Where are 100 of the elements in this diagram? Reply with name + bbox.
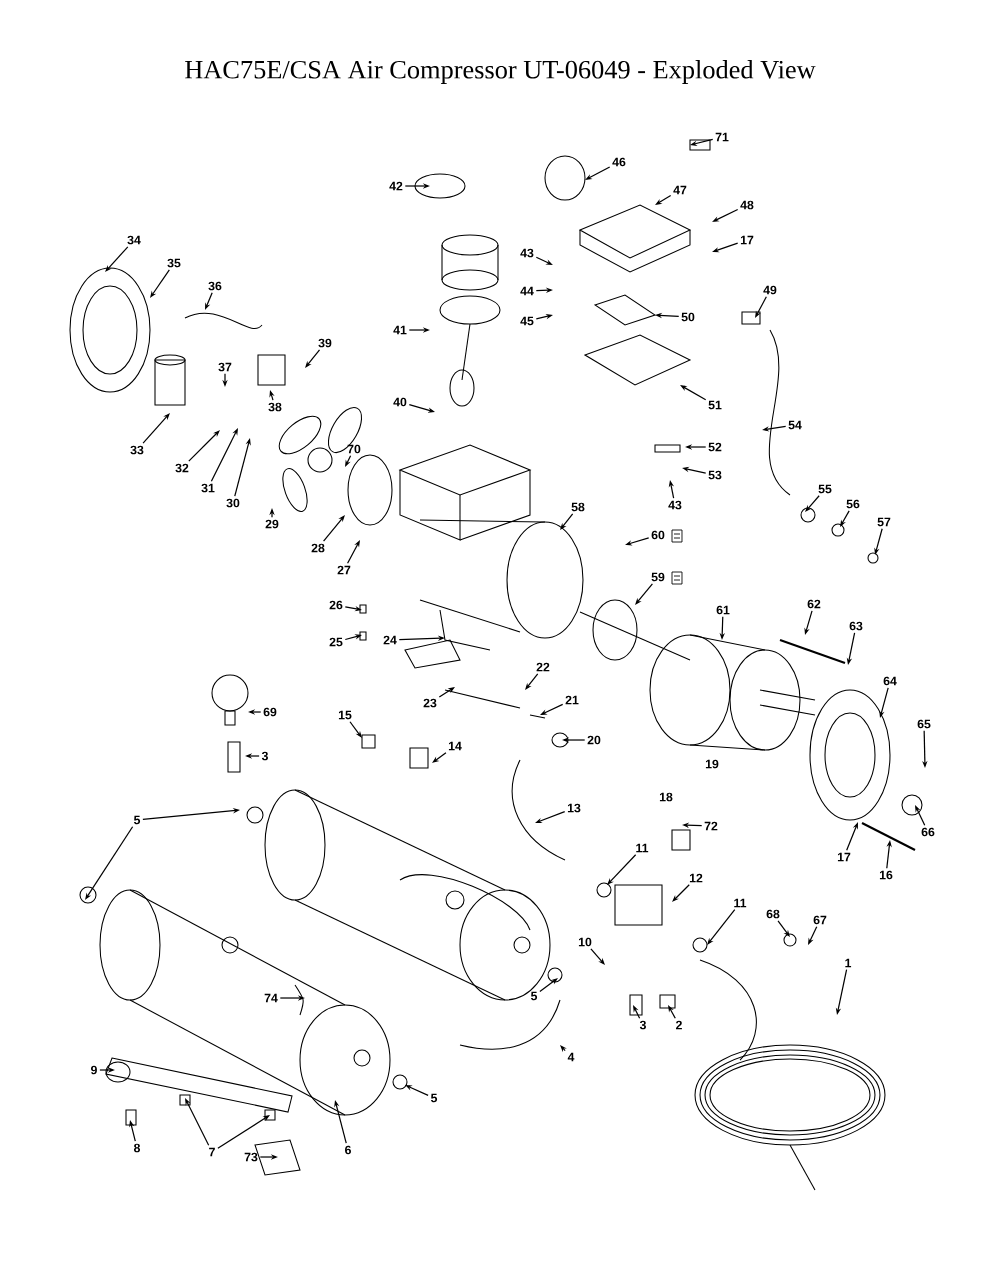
callout-number: 60 <box>651 530 665 540</box>
title: HAC75E/CSA Air Compressor UT-06049 - Exploded View <box>185 60 816 84</box>
callout-number: 43 <box>668 500 682 510</box>
leader-line <box>808 926 818 945</box>
callout-number: 38 <box>268 402 282 412</box>
leader-line <box>633 1005 641 1019</box>
callout-number: 51 <box>708 400 722 410</box>
leader-line <box>432 752 447 763</box>
callout-number: 67 <box>813 915 827 925</box>
callout-number: 2 <box>676 1020 682 1030</box>
leader-line <box>840 510 850 527</box>
callout-number: 11 <box>636 843 649 853</box>
callout-number: 36 <box>208 281 222 291</box>
callout-number: 58 <box>571 502 585 512</box>
callout-number: 54 <box>788 420 802 430</box>
leader-line <box>712 208 739 222</box>
callout-number: 63 <box>849 621 863 631</box>
callout-number: 8 <box>133 1143 141 1153</box>
callout-number: 39 <box>318 338 332 348</box>
leader-line <box>585 166 611 180</box>
callout-number: 64 <box>883 676 897 686</box>
callout-number: 15 <box>338 710 352 720</box>
callout-number: 74 <box>264 993 278 1003</box>
callout-number: 21 <box>565 695 579 705</box>
leader-line <box>185 1098 210 1146</box>
leader-line <box>150 269 170 298</box>
leader-line <box>635 583 653 605</box>
leader-line <box>525 673 539 690</box>
leader-line <box>607 854 637 885</box>
callout-number: 17 <box>837 852 851 862</box>
callout-number: 41 <box>393 325 407 335</box>
leader-line <box>347 540 360 564</box>
callout-number: 49 <box>763 285 777 295</box>
callout-number: 56 <box>846 499 860 509</box>
leader-line <box>668 1005 676 1019</box>
leader-line <box>655 194 672 205</box>
leader-line <box>85 826 134 900</box>
callout-number: 32 <box>175 463 189 473</box>
callout-number: 73 <box>244 1152 258 1162</box>
leader-line <box>915 805 926 826</box>
leader-line <box>305 349 321 368</box>
callout-number: 70 <box>347 444 361 454</box>
leader-line <box>540 703 564 715</box>
callout-number: 3 <box>639 1020 646 1030</box>
leader-line <box>210 428 238 482</box>
callout-number: 29 <box>265 519 279 529</box>
callout-number: 69 <box>263 707 277 717</box>
callout-number: 33 <box>130 445 144 455</box>
callout-number: 26 <box>329 600 343 610</box>
callout-number: 37 <box>218 362 232 372</box>
callout-number: 3 <box>261 751 268 761</box>
leader-line <box>590 948 605 965</box>
callout-number: 5 <box>430 1093 438 1103</box>
callout-number: 9 <box>91 1065 97 1075</box>
callout-number: 31 <box>201 483 215 493</box>
leader-line <box>322 515 345 542</box>
callout-number: 43 <box>520 248 534 258</box>
callout-number: 34 <box>127 235 141 245</box>
callout-number: 44 <box>520 286 534 296</box>
leader-line <box>345 455 352 467</box>
leader-line <box>217 1115 270 1149</box>
callout-number: 23 <box>423 698 437 708</box>
callout-number: 40 <box>393 397 407 407</box>
callout-number: 46 <box>612 157 626 167</box>
callout-number: 14 <box>448 741 462 751</box>
callout-number: 11 <box>734 898 747 908</box>
leader-line <box>672 884 690 902</box>
callout-number: 22 <box>536 662 550 672</box>
callout-number: 61 <box>716 605 730 615</box>
callout-number: 24 <box>383 635 397 645</box>
callout-number: 72 <box>704 821 718 831</box>
callout-number: 6 <box>345 1145 351 1155</box>
callout-number: 19 <box>705 759 719 769</box>
callout-number: 50 <box>681 312 695 322</box>
leader-line <box>535 256 553 265</box>
callout-number: 66 <box>921 827 935 837</box>
callout-number: 5 <box>530 991 538 1001</box>
callout-number: 55 <box>818 484 832 494</box>
callout-number: 7 <box>209 1147 215 1157</box>
callout-number: 30 <box>226 498 240 508</box>
callout-number: 27 <box>337 565 351 575</box>
callout-number: 57 <box>877 517 891 527</box>
callout-number: 65 <box>917 719 931 729</box>
callout-number: 35 <box>167 258 181 268</box>
callout-number: 42 <box>389 181 403 191</box>
callout-number: 59 <box>651 572 665 582</box>
callout-number: 16 <box>879 870 893 880</box>
callout-number: 5 <box>133 815 141 825</box>
callout-number: 13 <box>567 803 581 813</box>
leader-line <box>438 687 455 698</box>
leader-line <box>188 430 220 462</box>
leader-line <box>405 1085 429 1096</box>
leader-line <box>755 296 767 318</box>
callout-number: 45 <box>520 316 534 326</box>
callout-number: 62 <box>807 599 821 609</box>
callout-number: 25 <box>329 637 343 647</box>
callout-number: 52 <box>708 442 722 452</box>
callout-number: 47 <box>673 185 687 195</box>
leader-line <box>805 495 820 512</box>
leader-line <box>105 246 129 272</box>
